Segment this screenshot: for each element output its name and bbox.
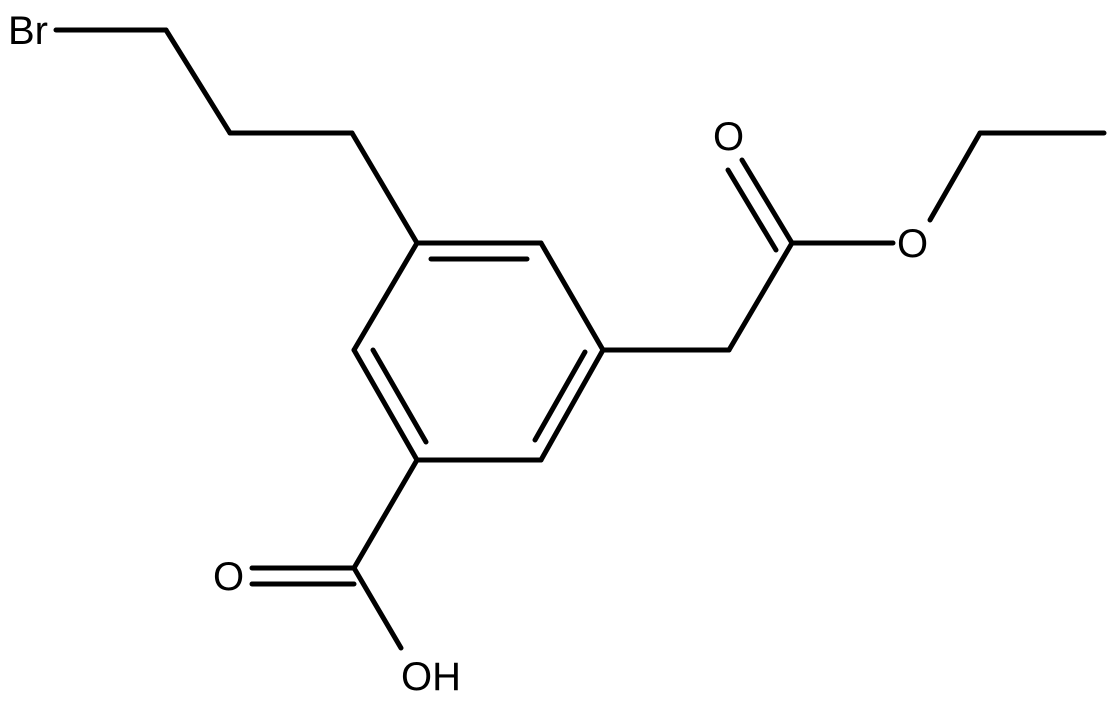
ring-bond-upper-right — [538, 240, 606, 353]
ester-carbonyl-double-bond-a — [739, 157, 795, 246]
ring-bond-lower-right — [538, 347, 606, 463]
ketone-oxygen-label: O — [713, 115, 744, 159]
ring-inner-bond-lower-left — [370, 347, 429, 445]
hydroxyl-label: OH — [401, 655, 461, 699]
bromine-label: Br — [8, 9, 48, 53]
carboxyl-hydroxyl-bond — [351, 565, 404, 651]
ester-oxygen-label: O — [897, 222, 928, 266]
ring-bond-upper-left — [351, 240, 420, 353]
ester-carbonyl-double-bond-b — [725, 167, 779, 253]
ring-carboxyl-bond — [351, 457, 420, 571]
acid-oxygen-label: O — [213, 555, 244, 599]
c3-ring-bond — [349, 130, 420, 246]
ring-inner-bond-lower-right — [532, 349, 588, 443]
ester-oxygen-ethyl-bond — [927, 130, 983, 223]
ch2-carbonyl-bond — [726, 240, 795, 353]
c1-c2-bond — [163, 27, 233, 136]
ring-bond-lower-left — [351, 347, 420, 463]
